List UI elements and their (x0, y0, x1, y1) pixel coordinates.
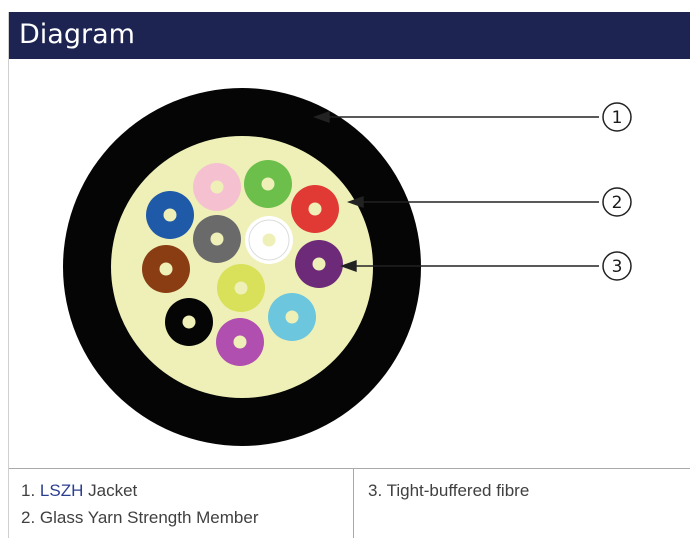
callout-marker-2: 2 (602, 187, 632, 217)
svg-text:2: 2 (612, 193, 623, 213)
fibre-brown (142, 245, 190, 293)
panel-header: Diagram (9, 12, 690, 59)
arrowhead-3 (339, 260, 357, 272)
callout-lines (312, 111, 599, 272)
callout-marker-3: 3 (602, 251, 632, 281)
fibre-purple (295, 240, 343, 288)
arrowhead-2 (346, 196, 364, 208)
fibre-yellow (217, 264, 265, 312)
legend-item-label: Jacket (83, 481, 138, 500)
diagram-panel: Diagram (8, 12, 690, 538)
page-title: Diagram (19, 19, 135, 50)
legend-item-fibre: 3. Tight-buffered fibre (368, 481, 530, 500)
legend-item-jacket: 1. LSZH Jacket (21, 481, 137, 501)
fibre-black (165, 298, 213, 346)
tight-buffered-fibres (142, 160, 343, 366)
fibre-violet (216, 318, 264, 366)
callout-marker-1: 1 (602, 102, 632, 132)
fibre-red (291, 185, 339, 233)
fibre-grey (193, 215, 241, 263)
legend-column-left: 1. LSZH Jacket 2. Glass Yarn Strength Me… (9, 469, 354, 538)
fibre-aqua (268, 293, 316, 341)
fibre-pink (193, 163, 241, 211)
svg-text:1: 1 (612, 108, 623, 128)
legend-item-strength-member: 2. Glass Yarn Strength Member (21, 508, 259, 527)
cable-cross-section: 1 2 3 (63, 88, 632, 446)
legend-item-number: 1. (21, 481, 36, 500)
arrowhead-1 (312, 111, 330, 123)
lszh-link-text: LSZH (39, 481, 84, 500)
legend-column-right: 3. Tight-buffered fibre (354, 469, 690, 538)
fibre-blue (146, 191, 194, 239)
fibre-white (245, 216, 293, 264)
cable-diagram: 1 2 3 (9, 59, 690, 469)
fibre-green (244, 160, 292, 208)
svg-text:3: 3 (612, 257, 623, 277)
legend-table: 1. LSZH Jacket 2. Glass Yarn Strength Me… (9, 469, 690, 538)
